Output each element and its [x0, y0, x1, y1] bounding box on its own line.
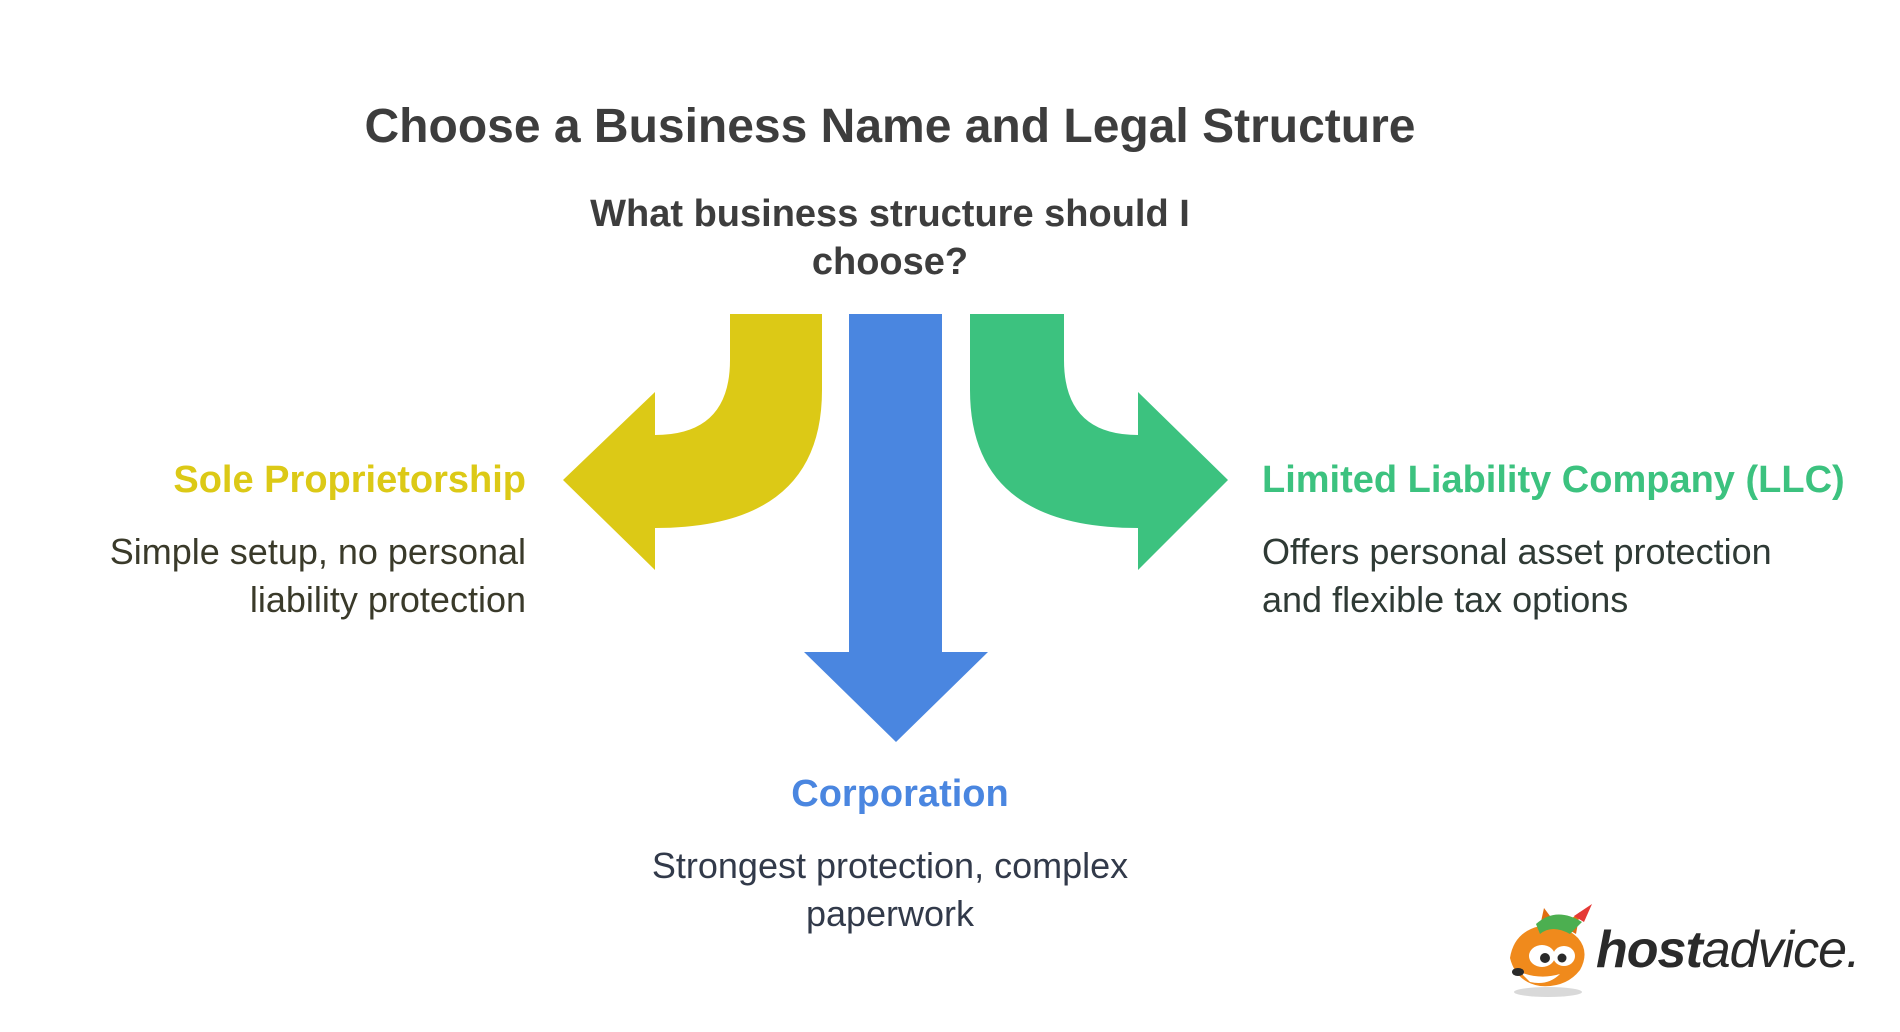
sole-proprietorship-arrow — [563, 314, 822, 570]
llc-arrow — [970, 314, 1228, 570]
hostadvice-logo: hostadvice. — [1500, 900, 1880, 1000]
corporation-heading: Corporation — [791, 773, 1009, 815]
brand-wordmark: hostadvice. — [1596, 920, 1861, 980]
corporation-description: Strongest protection, complex paperwork — [651, 845, 1129, 934]
sole-proprietorship-description: Simple setup, no personal liability prot… — [109, 531, 526, 620]
fox-mascot-icon — [1510, 904, 1592, 997]
corporation-arrow — [804, 314, 988, 742]
brand-name-bold: host — [1596, 921, 1703, 979]
llc-heading: Limited Liability Company (LLC) — [1262, 459, 1845, 501]
page-title: Choose a Business Name and Legal Structu… — [364, 100, 1416, 153]
decision-question: What business structure should I choose? — [590, 193, 1190, 283]
llc-description: Offers personal asset protection and fle… — [1262, 531, 1772, 620]
sole-proprietorship-heading: Sole Proprietorship — [173, 459, 526, 501]
brand-name-regular: advice. — [1701, 921, 1861, 979]
